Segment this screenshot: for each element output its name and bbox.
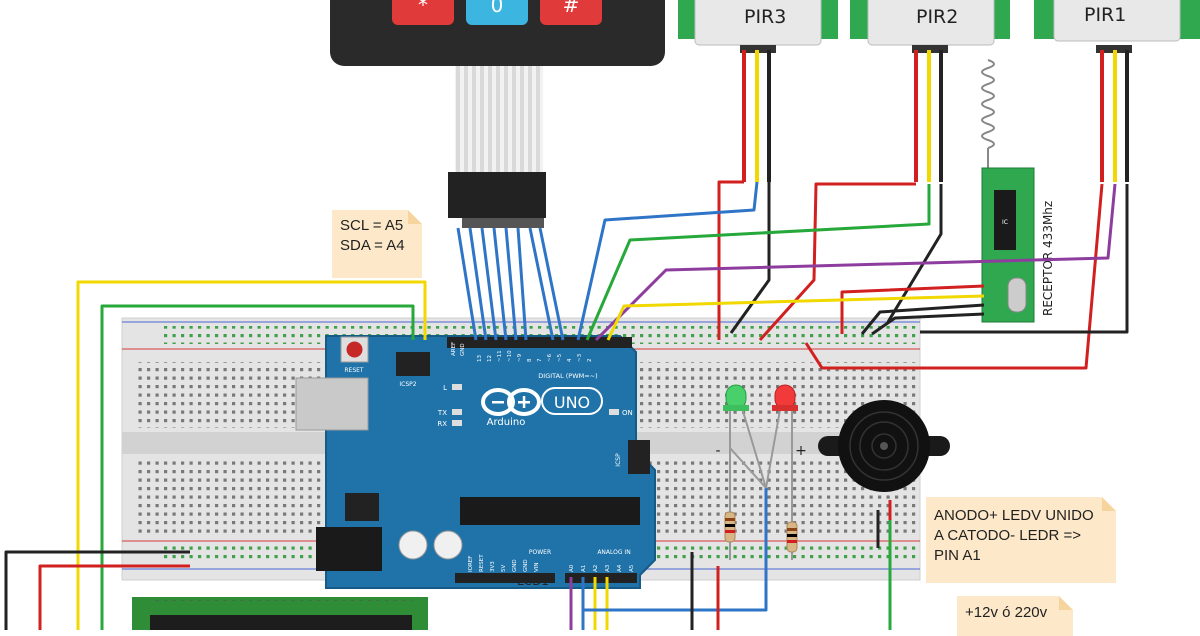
power-label: POWER xyxy=(529,549,551,556)
wiring xyxy=(4,50,1129,630)
pin-label: GND xyxy=(523,559,529,572)
pin-label: A4 xyxy=(617,564,623,572)
receiver-chip-label: IC xyxy=(1002,219,1008,226)
icsp2-label: ICSP2 xyxy=(399,381,416,388)
digital-header xyxy=(447,337,632,348)
usb-port xyxy=(295,377,369,431)
pin-label: 2 xyxy=(587,359,593,363)
arduino-logo xyxy=(481,387,603,416)
minus-label: - xyxy=(715,443,720,459)
pin-label: GND xyxy=(512,559,518,572)
analog-pin-labels: A0 A1 A2 A3 A4 A5 xyxy=(569,564,635,572)
on-led-label: ON xyxy=(622,409,633,417)
keypad: * 0 # xyxy=(330,0,665,228)
pin-label: A3 xyxy=(605,564,611,572)
arduino-uno-board: RESET ICSP2 DIGITAL (PWM=~) UNO Arduino … xyxy=(295,335,656,589)
tx-led-label: TX xyxy=(437,409,447,417)
power-pin-labels: IOREF RESET 3V3 5V GND GND VIN xyxy=(468,554,540,572)
l-led-label: L xyxy=(443,384,447,392)
dc-jack xyxy=(316,527,382,571)
pin-label: A5 xyxy=(629,564,635,572)
digital-label: DIGITAL (PWM=~) xyxy=(538,372,597,380)
pin-label: ~9 xyxy=(517,353,523,362)
led-note-line2: A CATODO- LEDR => xyxy=(934,527,1081,544)
pir2-label: PIR2 xyxy=(916,6,959,28)
buzzer xyxy=(818,400,950,492)
pin-label: 4 xyxy=(567,358,573,362)
keypad-key-hash[interactable] xyxy=(540,0,602,25)
rf-receiver-module: IC RECEPTOR 433Mhz xyxy=(981,59,1055,323)
pin-label: A1 xyxy=(581,565,587,572)
led-circuit: - + xyxy=(715,384,807,560)
pin-label: ~10 xyxy=(507,350,513,362)
rx-led-label: RX xyxy=(437,420,447,428)
resistor-1 xyxy=(724,511,736,543)
led-note-line3: PIN A1 xyxy=(934,547,981,564)
reset-label: RESET xyxy=(344,367,364,374)
pin-label: VIN xyxy=(534,563,540,573)
power-note: +12v ó 220v xyxy=(957,596,1073,636)
led-note: ANODO+ LEDV UNIDO A CATODO- LEDR => PIN … xyxy=(926,497,1116,583)
plus-label: + xyxy=(795,443,807,459)
i2c-note: SCL = A5 SDA = A4 xyxy=(332,210,422,278)
keypad-key-hash-label: # xyxy=(563,0,580,17)
brand-label: Arduino xyxy=(487,417,526,428)
resistor-2 xyxy=(786,521,798,553)
keypad-key-star[interactable] xyxy=(392,0,454,25)
pin-label: 5V xyxy=(501,565,507,572)
pir3-label: PIR3 xyxy=(744,6,787,28)
pin-label: ~5 xyxy=(557,353,563,362)
keypad-key-zero-label: 0 xyxy=(491,0,504,17)
pin-label: 13 xyxy=(477,355,483,362)
pin-label: RESET xyxy=(479,554,485,572)
lcd-label: LCD1 xyxy=(517,574,549,588)
pin-label: ~11 xyxy=(497,350,503,362)
analog-header xyxy=(565,573,637,583)
pin-label: ~3 xyxy=(577,353,583,362)
pin-label: A0 xyxy=(569,564,575,572)
i2c-note-line2: SDA = A4 xyxy=(340,237,405,254)
pin-label: 12 xyxy=(487,355,493,362)
analog-label: ANALOG IN xyxy=(597,549,630,556)
pir1-label: PIR1 xyxy=(1084,4,1127,26)
green-led xyxy=(723,384,749,411)
i2c-note-line1: SCL = A5 xyxy=(340,217,404,234)
gnd-label: GND xyxy=(460,343,466,356)
lcd-display xyxy=(132,597,428,630)
model-label: UNO xyxy=(554,393,590,412)
keypad-key-star-label: * xyxy=(418,0,428,17)
keypad-key-zero[interactable] xyxy=(466,0,528,25)
pin-label: A2 xyxy=(593,565,599,572)
pin-label: IOREF xyxy=(468,556,474,572)
pir3-sensor xyxy=(678,0,838,53)
led-note-line1: ANODO+ LEDV UNIDO xyxy=(934,507,1094,524)
pir2-sensor xyxy=(850,0,1010,53)
pin-label: ~6 xyxy=(547,353,553,362)
pin-label: 8 xyxy=(527,358,533,362)
icsp-label: ICSP xyxy=(615,453,622,467)
microcontroller-chip xyxy=(460,497,640,525)
pin-label: 3V3 xyxy=(490,561,496,572)
power-note-text: +12v ó 220v xyxy=(965,604,1048,621)
pir1-sensor xyxy=(1034,0,1200,53)
red-led xyxy=(772,384,798,411)
antenna-coil xyxy=(981,59,995,149)
pin-label: 7 xyxy=(537,358,543,362)
aref-label: AREF xyxy=(451,342,457,356)
power-header xyxy=(455,573,555,583)
